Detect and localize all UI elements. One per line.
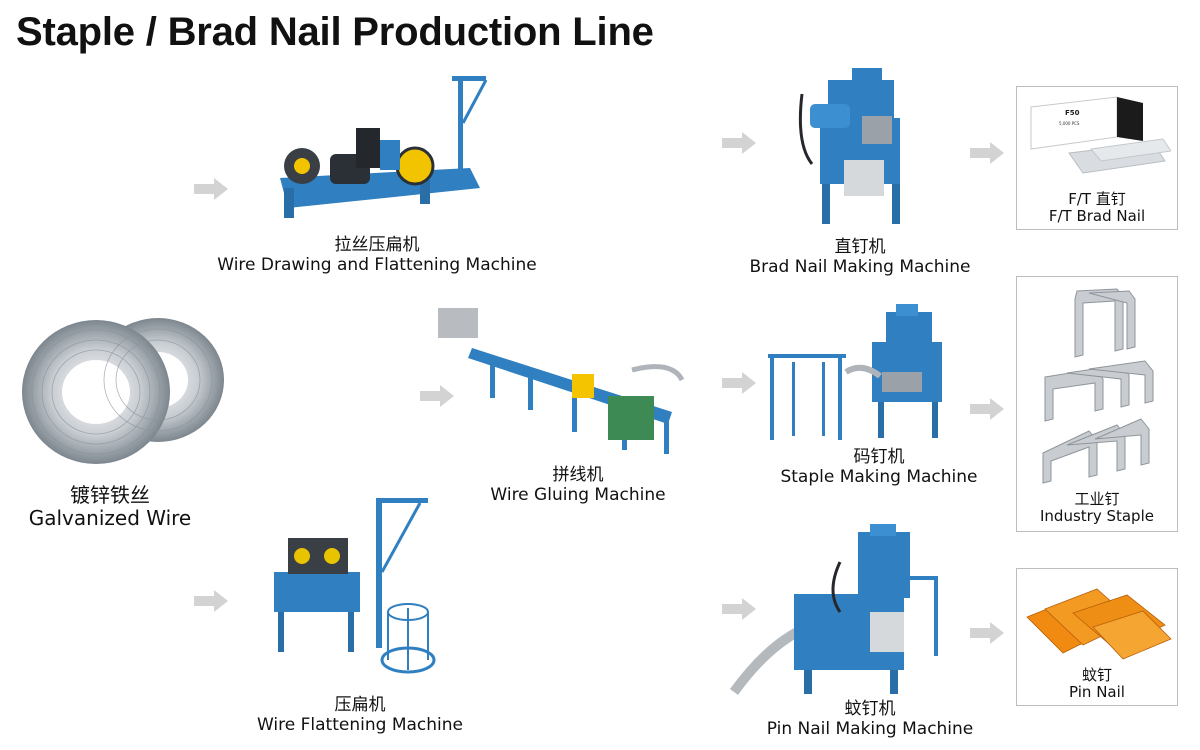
- pin-nail-product-label: 蚊钉 Pin Nail: [1069, 666, 1125, 702]
- galvanized-wire-label: 镀锌铁丝 Galvanized Wire: [28, 483, 192, 530]
- pin-nail-machine-image: [730, 524, 938, 695]
- arrow-right-icon: [722, 598, 756, 620]
- brad-nail-product-label: F/T 直钉 F/T Brad Nail: [1048, 190, 1146, 226]
- staple-machine-label: 码钉机 Staple Making Machine: [780, 447, 978, 487]
- arrow-right-icon: [420, 385, 454, 407]
- galvanized-wire-coil-image: [22, 318, 224, 464]
- industry-staple-image: [1042, 288, 1154, 484]
- brad-nail-box-image: F50 5,000 PCS: [1030, 96, 1171, 174]
- arrow-right-icon: [194, 590, 228, 612]
- arrow-right-icon: [194, 178, 228, 200]
- wire-drawing-machine-image: [280, 76, 488, 218]
- wire-flattening-machine-label: 压扁机 Wire Flattening Machine: [257, 695, 463, 735]
- brad-nail-machine-label: 直钉机 Brad Nail Making Machine: [749, 237, 971, 277]
- industry-staple-product-card: 工业钉 Industry Staple: [1016, 276, 1178, 532]
- pin-nail-image: [1026, 588, 1172, 660]
- box-subtext: 5,000 PCS: [1059, 121, 1080, 126]
- page-title: Staple / Brad Nail Production Line: [16, 10, 654, 54]
- pin-nail-machine-label: 蚊钉机 Pin Nail Making Machine: [766, 699, 974, 739]
- industry-staple-product-label: 工业钉 Industry Staple: [1040, 490, 1154, 526]
- arrow-right-icon: [970, 142, 1004, 164]
- brad-nail-machine-image: [798, 68, 900, 224]
- arrow-right-icon: [970, 622, 1004, 644]
- wire-flattening-machine-image: [274, 498, 436, 674]
- arrow-right-icon: [722, 372, 756, 394]
- arrow-right-icon: [970, 398, 1004, 420]
- brad-nail-product-card: F50 5,000 PCS F/T 直钉 F/T Brad Nail: [1016, 86, 1178, 230]
- wire-gluing-machine-image: [438, 308, 685, 454]
- pin-nail-product-card: 蚊钉 Pin Nail: [1016, 568, 1178, 706]
- staple-machine-image: [768, 304, 942, 440]
- arrow-right-icon: [722, 132, 756, 154]
- wire-gluing-machine-label: 拼线机 Wire Gluing Machine: [490, 465, 666, 505]
- box-text: F50: [1065, 109, 1080, 117]
- wire-drawing-machine-label: 拉丝压扁机 Wire Drawing and Flattening Machin…: [217, 235, 537, 275]
